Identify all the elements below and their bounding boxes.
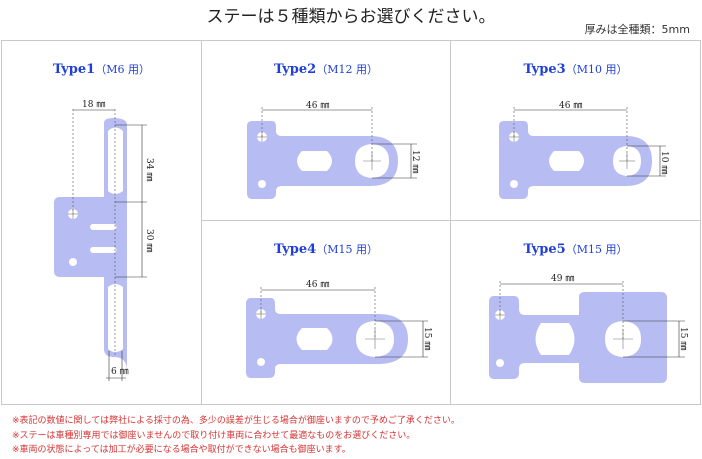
page-title: ステーは５種類からお選びください。 — [206, 7, 496, 27]
type2-name: Type2 — [274, 62, 317, 77]
note-installation: ※車両の状態によっては加工が必要になる場合や取付ができない場合も御座います。 — [12, 445, 351, 455]
type5-dim-hole: 15 ㎜ — [678, 327, 688, 350]
type2-dim-length: 46 ㎜ — [306, 101, 329, 111]
type4-plate — [246, 298, 408, 378]
type4-name: Type4 — [274, 242, 317, 257]
type4-title: Type4（M15 用） — [202, 241, 450, 257]
type1-plate — [54, 118, 127, 371]
type1-dim-slot: 6 ㎜ — [111, 367, 129, 377]
type5-plate — [489, 292, 667, 383]
type3-panel: Type3（M10 用） 46 ㎜ 10 ㎜ — [450, 40, 701, 221]
type2-title: Type2（M12 用） — [202, 61, 450, 77]
type5-name: Type5 — [523, 242, 566, 257]
type5-diagram: 49 ㎜ 15 ㎜ — [489, 274, 688, 383]
type1-title: Type1（M6 用） — [2, 61, 201, 77]
type5-size: （M15 用） — [565, 243, 628, 256]
type1-size: （M6 用） — [95, 63, 150, 76]
type3-diagram: 46 ㎜ 10 ㎜ — [499, 101, 669, 199]
type2-diagram: 46 ㎜ 12 ㎜ — [247, 101, 420, 199]
type1-dim-width: 18 ㎜ — [82, 100, 105, 110]
type2-panel: Type2（M12 用） 46 ㎜ 12 ㎜ — [201, 40, 451, 221]
type4-size: （M15 用） — [316, 243, 378, 256]
type3-dim-hole: 10 ㎜ — [659, 151, 669, 174]
type2-plate — [247, 121, 398, 199]
type1-dim-upper: 34 ㎜ — [144, 158, 154, 181]
type3-size: （M10 用） — [565, 63, 628, 76]
type4-panel: Type4（M15 用） 46 ㎜ 15 ㎜ — [201, 220, 451, 405]
type3-dim-length: 46 ㎜ — [559, 101, 582, 111]
type3-name: Type3 — [523, 62, 566, 77]
type1-name: Type1 — [53, 62, 96, 77]
type3-title: Type3（M10 用） — [451, 61, 700, 77]
type5-panel: Type5（M15 用） 49 ㎜ 15 ㎜ — [450, 220, 701, 405]
type5-dim-length: 49 ㎜ — [551, 274, 574, 284]
type2-dim-hole: 12 ㎜ — [410, 150, 420, 173]
thickness-note: 厚みは全種類：5mm — [584, 23, 690, 36]
type4-dim-length: 46 ㎜ — [306, 280, 329, 290]
type3-plate — [499, 121, 652, 199]
type1-dim-middle: 30 ㎜ — [144, 229, 154, 252]
type5-title: Type5（M15 用） — [451, 241, 700, 257]
notes: ※表記の数値に関しては弊社による採寸の為、多少の誤差が生じる場合が御座いますので… — [12, 414, 460, 458]
type4-dim-hole: 15 ㎜ — [422, 327, 432, 350]
type1-panel: Type1（M6 用） 18 ㎜ 34 ㎜ 30 ㎜ 6 ㎜ — [1, 40, 202, 405]
type2-size: （M12 用） — [316, 63, 378, 76]
note-vehicle: ※ステーは車種別専用では御座いませんので取り付け車両に合わせて最適なものをお選び… — [12, 430, 416, 441]
type1-diagram: 18 ㎜ 34 ㎜ 30 ㎜ 6 ㎜ — [54, 100, 154, 381]
note-measurement: ※表記の数値に関しては弊社による採寸の為、多少の誤差が生じる場合が御座いますので… — [12, 416, 460, 426]
type4-diagram: 46 ㎜ 15 ㎜ — [246, 280, 432, 378]
